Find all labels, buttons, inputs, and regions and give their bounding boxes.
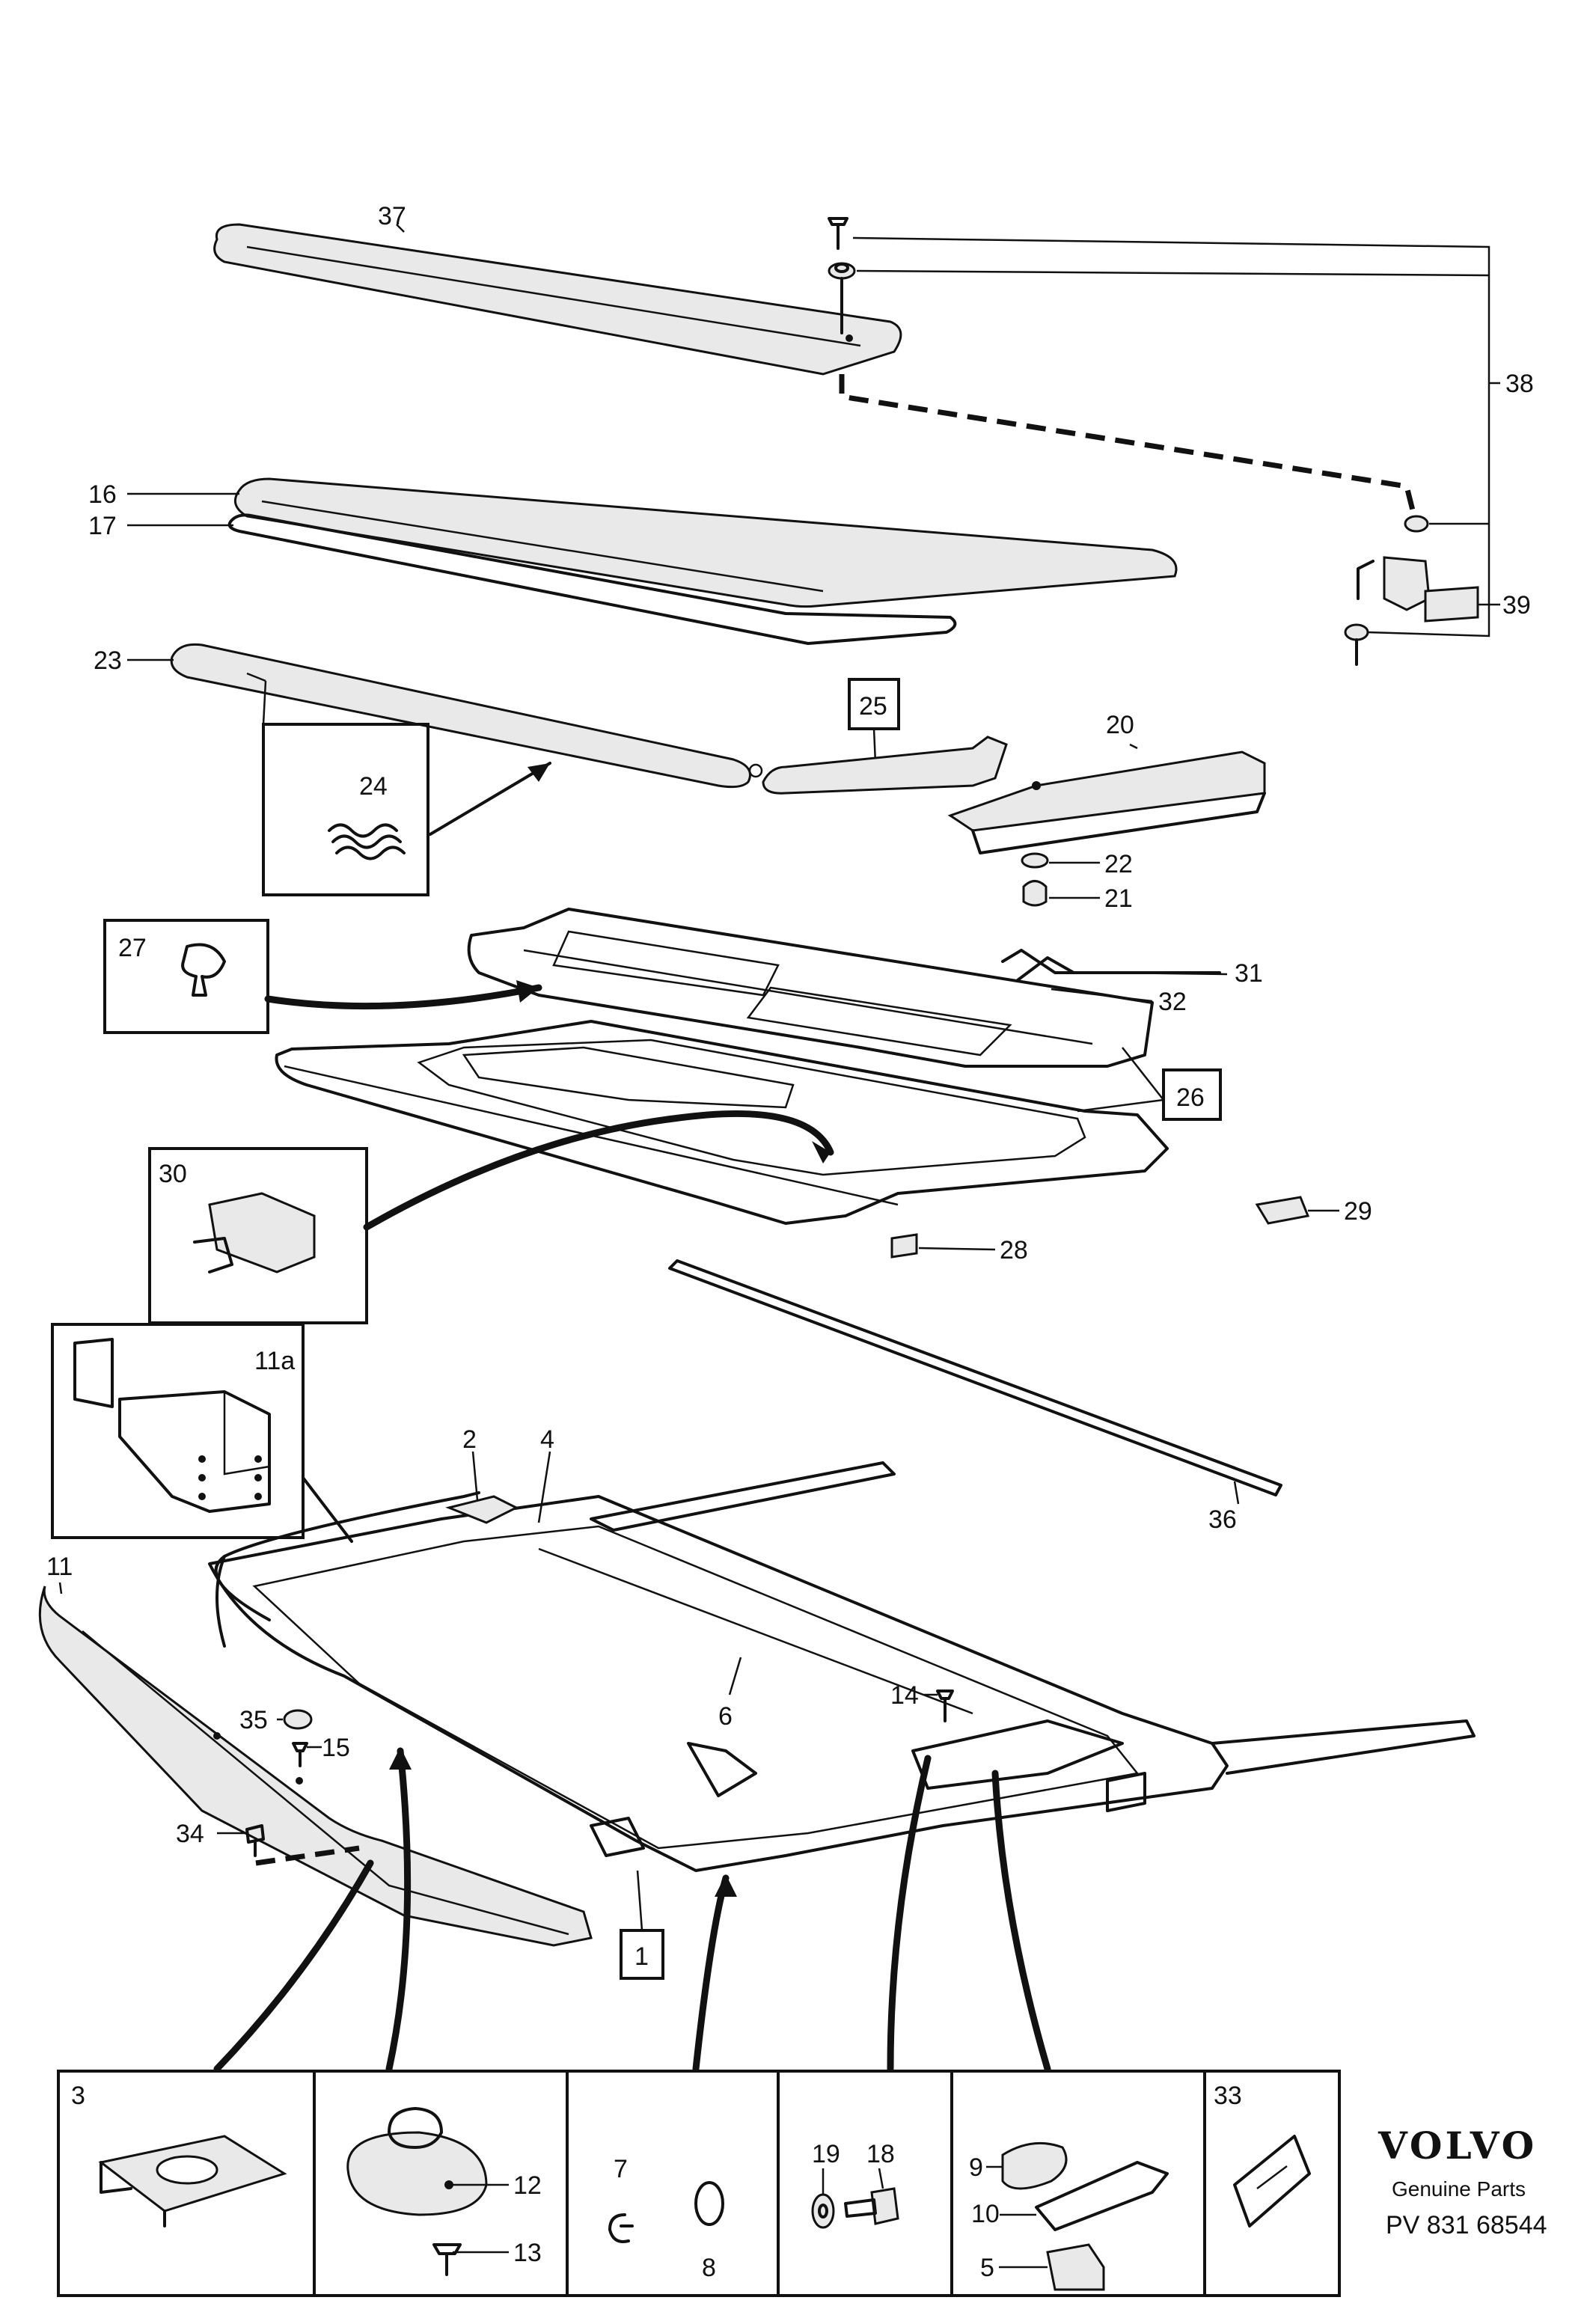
callout-19: 19 — [812, 2140, 840, 2168]
callout-11a: 11a — [254, 1347, 295, 1375]
detail-box-27 — [103, 919, 269, 1034]
callout-18: 18 — [866, 2140, 895, 2168]
callout-11: 11 — [46, 1553, 73, 1581]
part-5-nut — [1046, 2243, 1105, 2291]
label-box-26 — [1162, 1068, 1222, 1121]
callout-23: 23 — [94, 646, 122, 675]
callout-8: 8 — [702, 2254, 716, 2282]
callout-35: 35 — [239, 1706, 268, 1734]
part-27-clip — [181, 943, 226, 997]
part-28-slider — [890, 1233, 918, 1259]
callout-31: 31 — [1235, 959, 1263, 988]
part-11-side-trim — [38, 1585, 593, 1947]
callout-28: 28 — [1000, 1236, 1028, 1265]
callout-30: 30 — [159, 1160, 187, 1188]
part-31-cable — [1001, 949, 1221, 982]
main-frame-assembly — [208, 1461, 1476, 1872]
part-3-plate — [98, 2135, 287, 2227]
part-7-clip — [608, 2213, 634, 2243]
callout-17: 17 — [88, 512, 117, 540]
part-35-bush — [283, 1709, 313, 1730]
callout-4: 4 — [540, 1425, 554, 1454]
detail-box-11a — [51, 1323, 305, 1539]
callout-2: 2 — [462, 1425, 477, 1454]
callout-1: 1 — [635, 1942, 649, 1971]
part-21-nut — [1022, 880, 1048, 907]
callout-36: 36 — [1208, 1505, 1237, 1534]
callout-37: 37 — [378, 202, 406, 230]
part-34-screw — [245, 1824, 265, 1857]
part-23-rear-bar — [170, 643, 763, 789]
part-13-screw — [432, 2243, 462, 2276]
brand-subtitle: Genuine Parts — [1392, 2177, 1526, 2201]
callout-20: 20 — [1106, 711, 1134, 739]
part-14-screw — [936, 1690, 954, 1722]
part-12-motor-gear — [346, 2107, 488, 2216]
part-33-plate — [1233, 2135, 1311, 2227]
part-19-washer — [811, 2193, 835, 2229]
part-30-carrier — [193, 1192, 316, 1273]
callout-10: 10 — [971, 2200, 1000, 2228]
part-26-inner-frame — [467, 908, 1154, 1068]
callout-27: 27 — [118, 934, 147, 962]
part-26-outer-frame — [275, 1020, 1169, 1225]
callout-25: 25 — [859, 692, 887, 721]
callout-24: 24 — [359, 772, 388, 801]
part-11a-bracket — [73, 1338, 271, 1513]
callout-38: 38 — [1505, 370, 1534, 398]
callout-22: 22 — [1104, 850, 1133, 878]
part-8-ring — [694, 2181, 724, 2226]
part-24-spring — [328, 823, 406, 860]
callout-6: 6 — [718, 1702, 733, 1731]
callout-39: 39 — [1502, 591, 1531, 620]
callout-5: 5 — [980, 2254, 994, 2282]
callout-13: 13 — [513, 2239, 542, 2267]
callout-29: 29 — [1344, 1197, 1372, 1226]
part-39-bracket — [1357, 556, 1479, 623]
callout-32: 32 — [1158, 988, 1187, 1016]
callout-34: 34 — [176, 1820, 204, 1848]
part-25-guide — [762, 736, 1008, 795]
detail-box-24 — [262, 723, 429, 896]
callout-15: 15 — [322, 1734, 350, 1762]
part-9-grommet — [1001, 2141, 1068, 2190]
callout-26: 26 — [1176, 1083, 1205, 1112]
parts-table — [57, 2070, 1341, 2297]
volvo-logo: VOLVO — [1378, 2123, 1537, 2168]
callout-3: 3 — [71, 2082, 85, 2110]
part-17-seal — [227, 513, 957, 645]
part-37-deflector — [213, 223, 902, 376]
part-20-rail — [947, 750, 1266, 854]
catalog-code: PV 831 68544 — [1386, 2211, 1547, 2239]
part-22-washer — [1021, 852, 1049, 869]
part-36-strip — [668, 1259, 1282, 1496]
callout-21: 21 — [1104, 884, 1133, 913]
callout-33: 33 — [1214, 2082, 1242, 2110]
part-10-clip — [1035, 2161, 1169, 2231]
part-16-glass-panel — [233, 477, 1178, 608]
callout-12: 12 — [513, 2171, 542, 2200]
part-18-bolt — [844, 2187, 899, 2225]
callout-14: 14 — [890, 1681, 919, 1710]
part-15-screw — [292, 1742, 308, 1767]
part-29-slider — [1255, 1196, 1310, 1225]
callout-7: 7 — [614, 2155, 628, 2183]
callout-9: 9 — [969, 2153, 983, 2182]
callout-16: 16 — [88, 480, 117, 509]
